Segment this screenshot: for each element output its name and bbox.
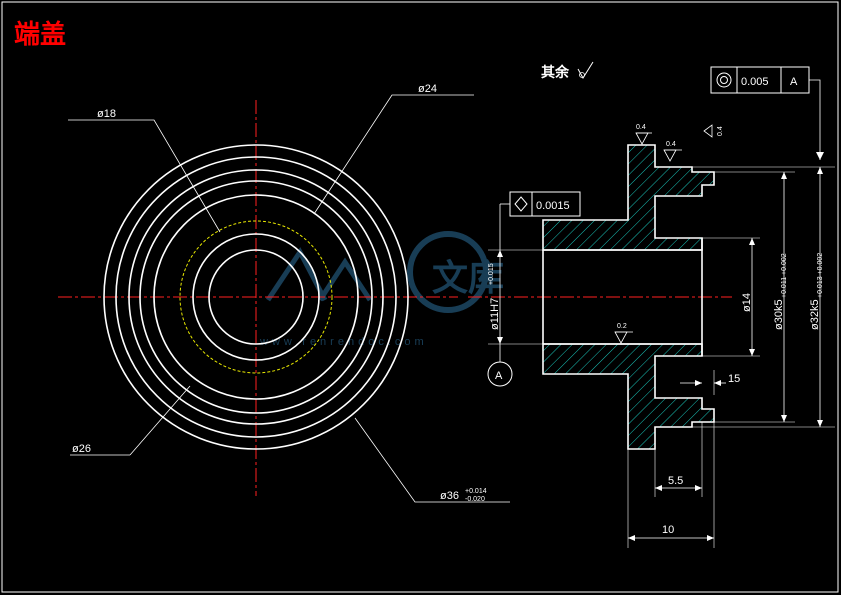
roughness-mark-3: 0.4 bbox=[703, 124, 724, 138]
roughness-mark-4: 0.2 bbox=[614, 323, 633, 344]
flatness-icon bbox=[514, 196, 528, 212]
watermark-text: 文库 bbox=[432, 258, 504, 299]
dim-d36-upper: +0.014 bbox=[465, 488, 487, 495]
svg-text:0.4: 0.4 bbox=[636, 124, 646, 131]
front-view: ø18 ø24 ø26 ø36 +0.014 -0.020 bbox=[58, 83, 510, 503]
roughness-mark-1: 0.4 bbox=[635, 124, 652, 145]
roughness-general-icon bbox=[577, 61, 594, 79]
dim-d32: ø32k5 bbox=[809, 299, 821, 330]
gdt-flatness-frame: 0.0015 bbox=[499, 191, 581, 250]
svg-text:0.4: 0.4 bbox=[717, 126, 724, 136]
dim-10: 10 bbox=[662, 524, 674, 536]
circle-3 bbox=[128, 169, 384, 425]
leader-d26 bbox=[129, 385, 191, 456]
leader-d36 bbox=[354, 417, 510, 503]
circle-bore bbox=[208, 249, 304, 345]
dim-5-5: 5.5 bbox=[668, 475, 683, 487]
dim-d36: ø36 bbox=[440, 490, 459, 502]
dim-d30-tol: +0.011 +0.002 bbox=[781, 253, 788, 298]
hidden-circle bbox=[179, 220, 333, 374]
dim-bore-tol: +0.015 bbox=[488, 263, 495, 285]
gdt-concentricity-frame: 0.005 A bbox=[710, 66, 824, 160]
dim-d18: ø18 bbox=[97, 108, 116, 120]
circle-d36 bbox=[115, 156, 397, 438]
circle-d24 bbox=[153, 194, 359, 400]
dim-d24: ø24 bbox=[418, 83, 437, 95]
leader-d24 bbox=[313, 94, 474, 215]
circle-d14 bbox=[192, 233, 320, 361]
section-upper-half bbox=[542, 144, 715, 251]
leader-d18 bbox=[68, 119, 221, 233]
dim-d26: ø26 bbox=[72, 443, 91, 455]
datum-a-label: A bbox=[495, 370, 503, 382]
dim-d30: ø30k5 bbox=[773, 299, 785, 330]
dim-d32-tol: +0.013 +0.002 bbox=[817, 253, 824, 298]
circle-4 bbox=[139, 180, 373, 414]
dim-d36-lower: -0.020 bbox=[465, 496, 485, 503]
surface-note: 其余 bbox=[541, 64, 570, 81]
watermark: 文库 www.renrendoc.com bbox=[259, 231, 504, 348]
section-lower-half bbox=[542, 343, 715, 450]
watermark-url: www.renrendoc.com bbox=[259, 336, 428, 348]
dim-15: 15 bbox=[728, 373, 740, 385]
concentricity-icon bbox=[716, 72, 732, 88]
gdt-tolerance: 0.005 bbox=[741, 76, 769, 88]
roughness-mark-2: 0.4 bbox=[663, 141, 682, 162]
flatness-tolerance: 0.0015 bbox=[536, 200, 570, 212]
svg-text:0.4: 0.4 bbox=[666, 141, 676, 148]
circle-outer bbox=[103, 144, 409, 450]
drawing-title: 端盖 bbox=[14, 19, 66, 50]
roughness-circle-icon bbox=[579, 72, 585, 78]
datum-a-circle bbox=[487, 361, 513, 387]
dim-d14: ø14 bbox=[741, 293, 753, 312]
dim-bore: ø11H7 bbox=[489, 298, 501, 330]
section-view: 其余 0.005 A 0.0015 bbox=[468, 61, 835, 548]
svg-text:0.2: 0.2 bbox=[617, 323, 627, 330]
gdt-datum: A bbox=[790, 76, 798, 88]
